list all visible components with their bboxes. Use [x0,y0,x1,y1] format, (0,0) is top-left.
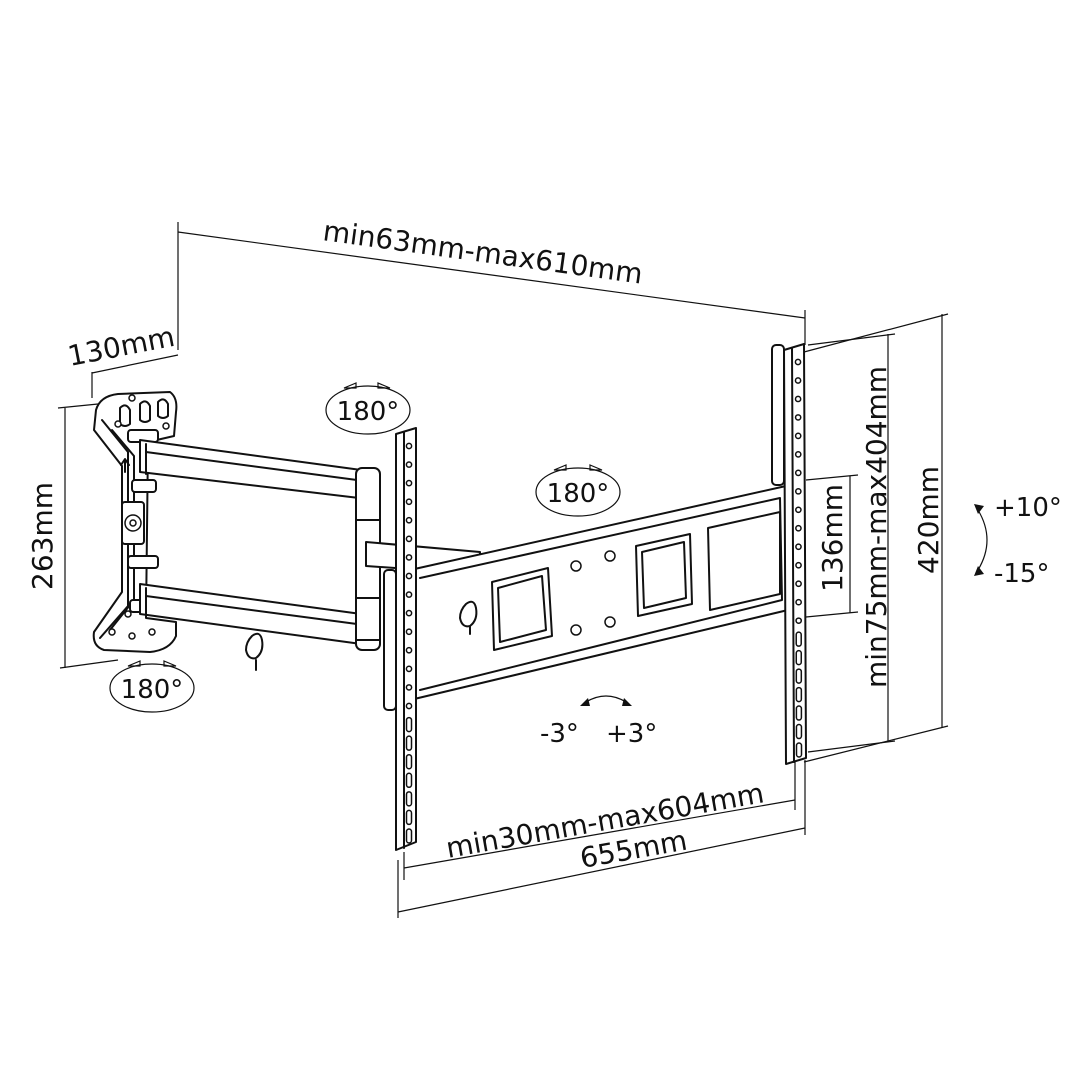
bracket-hole [405,809,413,826]
arm-plate-height-label: 136mm [816,484,849,592]
bracket-hole [794,414,802,421]
level-plus-label: +3° [606,719,657,749]
bracket-hole [794,432,802,440]
bracket-hole [795,668,803,684]
level-minus-label: -3° [540,719,579,749]
bracket-hole [405,442,413,450]
tilt-up-label: +10° [994,493,1062,523]
rotation-label-head: 180° [547,479,610,509]
tilt-arrow-up-icon [974,504,984,514]
bracket-hole [794,469,802,477]
bracket-hole [795,705,803,721]
bracket-hole [405,572,413,580]
rotation-label-arm-top: 180° [337,397,400,427]
bracket-hole [405,461,413,468]
bracket-hole [794,487,802,495]
bracket-hole [405,535,413,543]
level-indicator: -3° +3° [540,695,657,749]
bracket-hole [795,543,802,551]
bracket-hole [405,646,413,654]
wall-depth-label: 130mm [65,320,177,373]
rotation-badge-arm-top: 180° [325,382,411,435]
rotation-badge-head: 180° [535,464,621,517]
bracket-hole [795,524,802,532]
bracket-hole [405,609,413,617]
safety-hook-right [459,600,478,635]
bracket-hole [405,702,413,710]
bracket-hole [405,828,413,844]
bracket-hole [795,742,803,758]
bracket-hole [795,617,803,625]
bracket-hole [795,561,802,569]
tilt-down-label: -15° [994,559,1049,589]
bracket-hole [794,451,802,458]
bracket-hole [794,358,802,366]
rotation-badge-wall-bottom: 180° [109,660,195,713]
bracket-hole [405,735,413,751]
arm-extension-label: min63mm-max610mm [321,214,645,290]
upper-arm [139,439,377,501]
bracket-hole [405,516,413,524]
safety-hook-left [245,632,264,671]
tilt-arrow-down-icon [974,566,984,576]
level-arrow-left-icon [580,698,590,706]
bracket-hole [405,665,413,673]
bracket-hole [795,580,802,588]
wall-plate [92,391,178,653]
wall-height-label: 263mm [26,482,59,590]
bracket-hole [794,377,802,384]
bracket-hole [794,395,802,403]
bracket-hole [795,686,803,703]
tv-adapter-plate [409,485,789,701]
bracket-hole [405,554,413,561]
vesa-vertical-label: min75mm-max404mm [860,366,893,688]
bracket-hole [405,791,413,807]
rotation-label-wall-bottom: 180° [121,675,184,705]
level-arrow-right-icon [622,698,632,706]
bracket-hole [405,772,413,789]
bracket-hole [405,628,413,636]
dimension-labels: min63mm-max610mm 130mm 263mm 136mm min75… [26,214,945,875]
dimension-lines [57,222,949,918]
tilt-indicator: +10° -15° [974,493,1062,589]
bracket-hole [405,716,413,733]
bracket-hole [405,498,413,506]
bracket-hole [795,506,802,514]
bracket-hole [795,631,802,647]
bracket-hole [795,598,802,606]
bracket-hole [795,649,803,666]
bracket-hole [405,753,413,770]
bracket-hole [405,684,413,691]
panel-height-label: 420mm [912,466,945,574]
bracket-hole [795,723,803,740]
bracket-hole [405,591,413,598]
bracket-hole [405,479,413,487]
bracket-holes [405,358,803,844]
